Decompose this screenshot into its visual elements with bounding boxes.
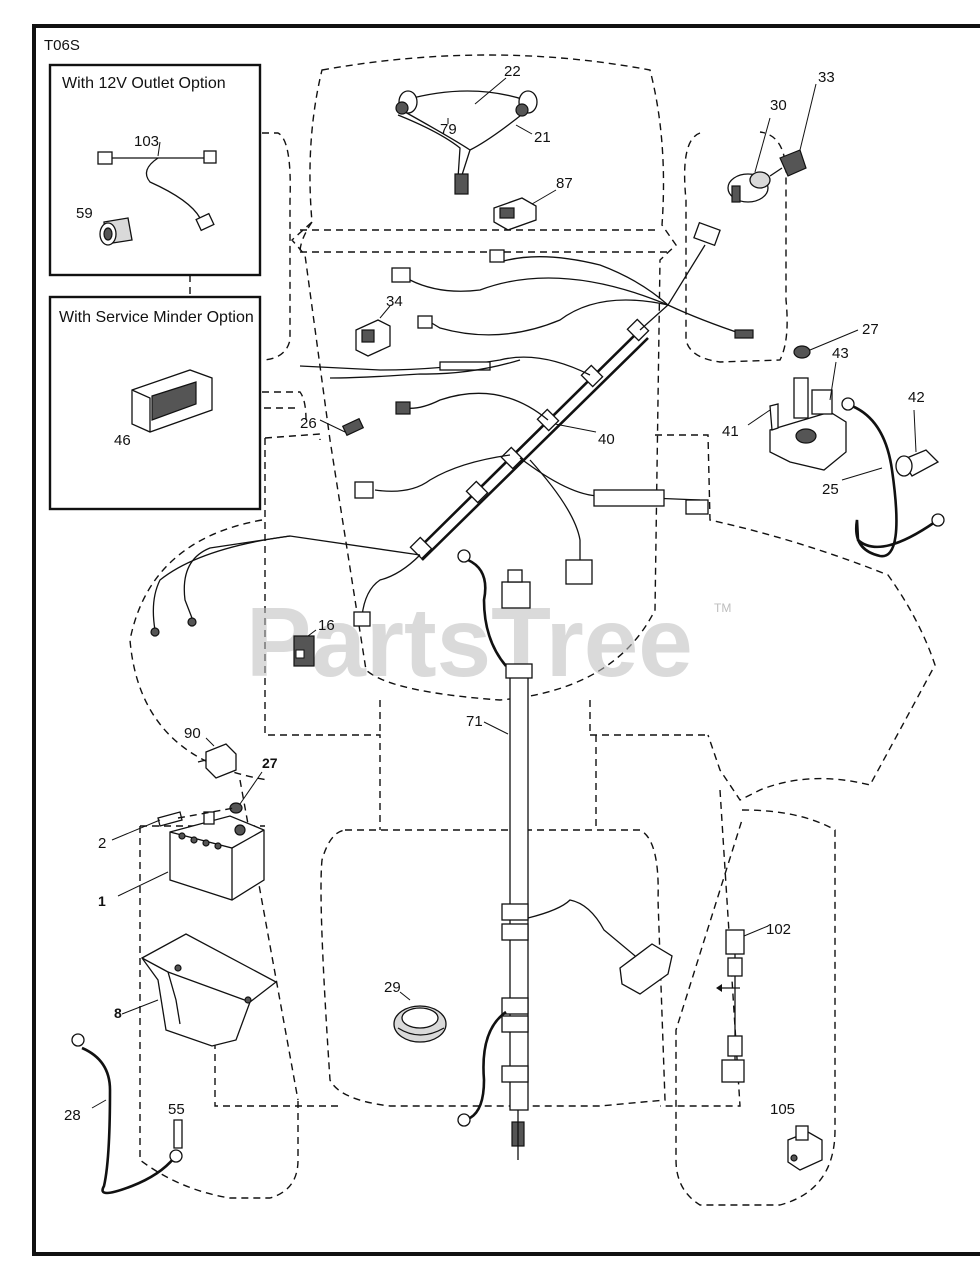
callout-87: 87: [556, 175, 573, 192]
callout-33: 33: [818, 69, 835, 86]
callout-41: 41: [722, 423, 739, 440]
callout-103: 103: [134, 133, 159, 150]
callout-29: 29: [384, 979, 401, 996]
connector-icon: [195, 212, 215, 232]
inset-service-minder: With Service Minder Option 46: [48, 295, 262, 511]
callout-55: 55: [168, 1101, 185, 1118]
cable-25-icon: [841, 397, 945, 558]
connector-icon: [97, 151, 113, 165]
service-minder-46-icon: [131, 369, 213, 433]
callout-79: 79: [440, 121, 457, 138]
callout-102: 102: [766, 921, 791, 938]
callout-21: 21: [534, 129, 551, 146]
diode-26-icon: [341, 417, 365, 437]
callout-43: 43: [832, 345, 849, 362]
callout-90: 90: [184, 725, 201, 742]
callout-25: 25: [822, 481, 839, 498]
boot-42-icon: [895, 449, 940, 477]
harness-branch: [145, 157, 201, 219]
outlet-59-icon: [99, 217, 133, 246]
callout-28: 28: [64, 1107, 81, 1124]
inset-title: With Service Minder Option: [59, 309, 254, 326]
part-90-icon: [197, 743, 237, 779]
callout-46: 46: [114, 432, 131, 449]
battery-bolt-line: [177, 807, 235, 819]
nut-27-icon: [793, 345, 811, 359]
watermark-tm: TM: [714, 601, 731, 615]
callout-42: 42: [908, 389, 925, 406]
callout-34: 34: [386, 293, 403, 310]
callout-40: 40: [598, 431, 615, 448]
solenoid-43-icon: [769, 377, 847, 471]
cable-28-icon: [71, 1033, 183, 1195]
switch-34-icon: [355, 319, 391, 357]
callout-2: 2: [98, 835, 106, 852]
bolt-41-icon: [769, 403, 779, 431]
bolt-55-icon: [173, 1119, 183, 1149]
inset-12v-outlet: With 12V Outlet Option 103 59: [48, 63, 262, 277]
callout-71: 71: [466, 713, 483, 730]
chassis-outlines: [129, 54, 936, 1206]
callout-8: 8: [114, 1005, 122, 1021]
headlight-harness-icon: [395, 90, 538, 195]
cable-71-icon: [457, 549, 673, 1160]
key-33-icon: [769, 149, 807, 177]
callout-1: 1: [98, 893, 106, 909]
ignition-switch-30-icon: [727, 171, 771, 203]
frame-border: [32, 24, 980, 1256]
callout-59: 59: [76, 205, 93, 222]
callout-105: 105: [770, 1101, 795, 1118]
relay-16-icon: [293, 635, 315, 667]
part-105-icon: [787, 1125, 823, 1171]
battery-tray-8-icon: [141, 933, 278, 1047]
nut-27-icon: [229, 802, 243, 814]
watermark: PartsTree: [246, 587, 693, 697]
callout-27-bottom: 27: [262, 755, 278, 771]
callout-16: 16: [318, 617, 335, 634]
part-29-icon: [393, 1005, 447, 1043]
callout-22: 22: [504, 63, 521, 80]
battery-1-icon: [169, 811, 265, 901]
switch-87-icon: [493, 197, 537, 231]
callout-30: 30: [770, 97, 787, 114]
callout-26: 26: [300, 415, 317, 432]
inset-title: With 12V Outlet Option: [62, 75, 226, 92]
callout-27-top: 27: [862, 321, 879, 338]
connector-icon: [203, 150, 217, 164]
inset-frame: [48, 63, 262, 277]
diagram-code: T06S: [44, 37, 80, 54]
bolt-2-icon: [157, 811, 183, 827]
main-harness-40-icon: [150, 221, 754, 637]
switch-102-icon: [716, 929, 745, 1083]
